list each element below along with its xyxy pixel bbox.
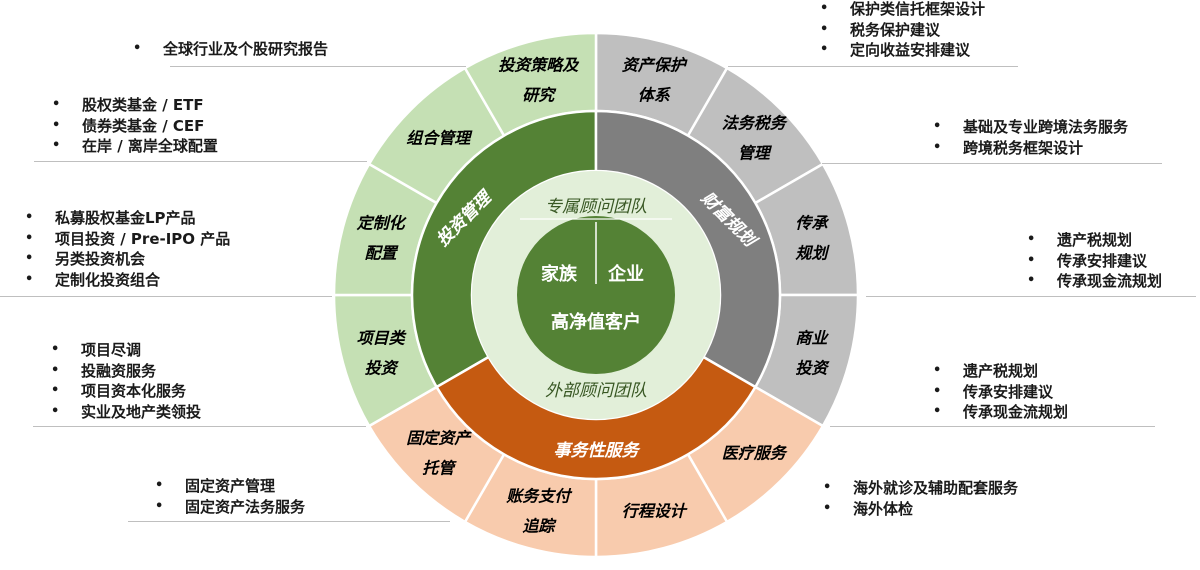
- outer-segment-label: 资产保护: [622, 56, 688, 75]
- outer-segment-label: 投资策略及: [498, 56, 580, 75]
- bullet-item: 债券类基金 / CEF: [52, 116, 218, 137]
- outer-segment-label: 追踪: [522, 516, 557, 535]
- outer-segment-label: 定制化: [356, 213, 408, 232]
- bullet-item: 固定资产管理: [155, 476, 305, 497]
- rule-legal-tax: [822, 163, 1162, 164]
- outer-segment-label: 规划: [795, 243, 830, 262]
- outer-segment-label: 投资: [795, 359, 830, 378]
- bullet-item: 遗产税规划: [1027, 230, 1162, 251]
- outer-segment-label: 法务税务: [722, 113, 788, 132]
- bullets-project-investment: 项目尽调 投融资服务 项目资本化服务 实业及地产类领投: [51, 340, 201, 422]
- rule-customized: [0, 296, 332, 297]
- outer-segment-label: 行程设计: [622, 501, 688, 520]
- bullet-item: 税务保护建议: [820, 20, 985, 41]
- bullet-item: 另类投资机会: [25, 249, 230, 270]
- outer-segment-label: 体系: [638, 86, 672, 105]
- bullet-item: 实业及地产类领投: [51, 402, 201, 423]
- outer-segment-label: 配置: [365, 243, 399, 262]
- bullet-item: 定制化投资组合: [25, 270, 230, 291]
- outer-segment-label: 商业: [795, 329, 829, 348]
- bullets-succession: 遗产税规划 传承安排建议 传承现金流规划: [1027, 230, 1162, 292]
- outer-segment-label: 投资: [365, 359, 400, 378]
- bullets-customized: 私募股权基金LP产品 项目投资 / Pre-IPO 产品 另类投资机会 定制化投…: [25, 208, 230, 290]
- bullet-item: 传承安排建议: [1027, 251, 1162, 272]
- bullets-legal-tax: 基础及专业跨境法务服务 跨境税务框架设计: [933, 117, 1128, 158]
- rule-business-investment: [830, 426, 1155, 427]
- outer-segment-label: 账务支付: [505, 486, 573, 505]
- outer-segment-label: 管理: [738, 143, 773, 162]
- bullet-item: 定向收益安排建议: [820, 40, 985, 61]
- outer-segment-label: 固定资产: [406, 429, 472, 448]
- bullet-item: 在岸 / 离岸全球配置: [52, 136, 218, 157]
- middle-segment-label: 事务性服务: [554, 441, 642, 461]
- bullet-item: 私募股权基金LP产品: [25, 208, 230, 229]
- rule-fixed-asset: [128, 521, 450, 522]
- family-label: 家族: [541, 263, 578, 285]
- bullet-item: 投融资服务: [51, 361, 201, 382]
- rule-project-investment: [33, 426, 366, 427]
- bullet-item: 海外体检: [823, 499, 1018, 520]
- outer-segment-label: 项目类: [357, 329, 407, 348]
- outer-segment-label: 托管: [422, 459, 457, 478]
- bullets-research: 全球行业及个股研究报告: [133, 39, 328, 60]
- bullets-asset-protection: 保护类信托框架设计 税务保护建议 定向收益安排建议: [820, 0, 985, 61]
- middle-ring: 投资管理财富规划事务性服务: [410, 109, 782, 481]
- rule-succession: [866, 296, 1196, 297]
- bullets-fixed-asset: 固定资产管理 固定资产法务服务: [155, 476, 305, 517]
- rule-asset-protection: [728, 66, 1018, 67]
- bullet-item: 固定资产法务服务: [155, 497, 305, 518]
- rule-research: [170, 66, 466, 67]
- rule-portfolio: [34, 161, 367, 162]
- inner-disk: 专属顾问团队 家族 企业 高净值客户 外部顾问团队: [472, 171, 720, 419]
- bullets-portfolio: 股权类基金 / ETF 债券类基金 / CEF 在岸 / 离岸全球配置: [52, 95, 218, 157]
- bullet-item: 股权类基金 / ETF: [52, 95, 218, 116]
- outer-segment-label: 组合管理: [406, 128, 473, 147]
- bullet-item: 项目资本化服务: [51, 381, 201, 402]
- bullet-item: 基础及专业跨境法务服务: [933, 117, 1128, 138]
- bullet-item: 全球行业及个股研究报告: [133, 39, 328, 60]
- center-disk-circle: [517, 216, 675, 374]
- bullet-item: 项目尽调: [51, 340, 201, 361]
- bullet-item: 海外就诊及辅助配套服务: [823, 478, 1018, 499]
- hnw-client-label: 高净值客户: [551, 311, 641, 333]
- outer-segment-label: 医疗服务: [722, 444, 788, 463]
- outer-segment-label: 传承: [795, 213, 829, 232]
- bullet-item: 跨境税务框架设计: [933, 138, 1128, 159]
- team-label-internal: 专属顾问团队: [545, 197, 647, 217]
- bullets-medical: 海外就诊及辅助配套服务 海外体检: [823, 478, 1018, 519]
- bullet-item: 保护类信托框架设计: [820, 0, 985, 20]
- bullet-item: 传承现金流规划: [1027, 271, 1162, 292]
- bullet-item: 传承现金流规划: [933, 402, 1068, 423]
- bullets-business-investment: 遗产税规划 传承安排建议 传承现金流规划: [933, 361, 1068, 423]
- team-label-external: 外部顾问团队: [545, 381, 647, 401]
- outer-segment-label: 研究: [522, 86, 557, 105]
- bullet-item: 项目投资 / Pre-IPO 产品: [25, 229, 230, 250]
- enterprise-label: 企业: [607, 263, 644, 285]
- bullet-item: 传承安排建议: [933, 382, 1068, 403]
- bullet-item: 遗产税规划: [933, 361, 1068, 382]
